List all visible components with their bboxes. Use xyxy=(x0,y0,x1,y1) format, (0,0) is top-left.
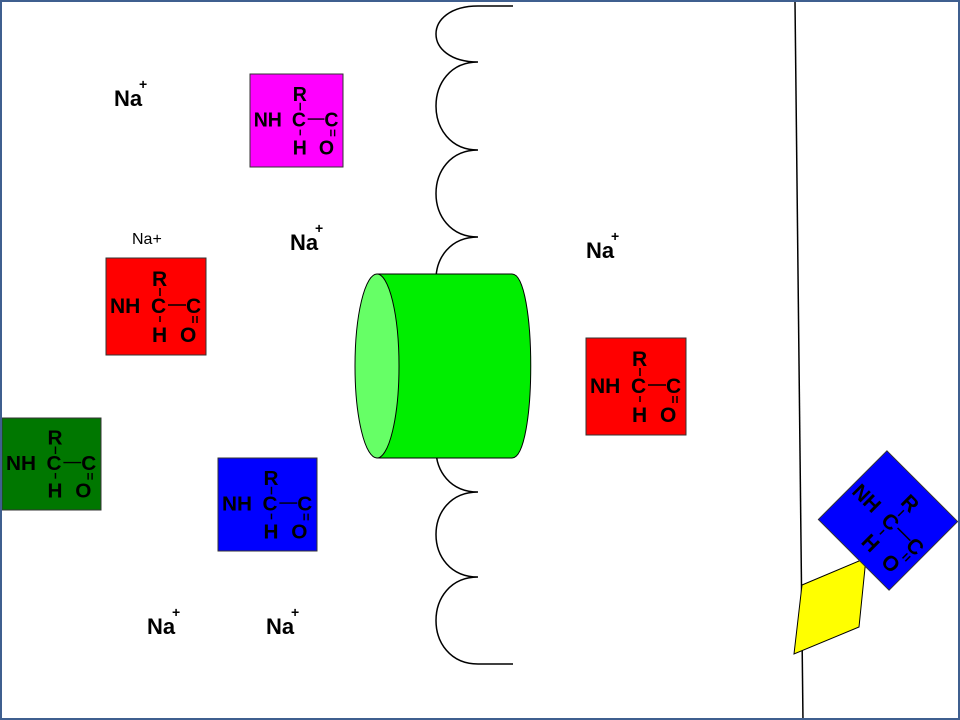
molecule-nh-label: NH xyxy=(6,454,36,476)
molecule-r-label: R xyxy=(632,348,647,371)
molecule-h-label: H xyxy=(48,481,63,503)
molecule-o-label: O xyxy=(660,404,676,427)
molecule-c-alpha-label: C xyxy=(631,375,646,398)
sodium-charge: + xyxy=(315,220,323,236)
sodium-charge: + xyxy=(611,228,619,244)
sodium-charge: + xyxy=(291,604,299,620)
sodium-symbol: Na xyxy=(147,614,176,639)
molecule-box xyxy=(105,257,207,356)
molecule-h-label: H xyxy=(152,324,167,347)
sodium-ion[interactable]: Na+ xyxy=(266,604,299,639)
channel-opening xyxy=(354,273,400,459)
molecule-o-label: O xyxy=(75,481,91,503)
molecule-c-alpha-label: C xyxy=(263,493,278,516)
double-bond-a xyxy=(901,552,908,559)
sodium-charge: + xyxy=(172,604,180,620)
na-plain-label: Na+ xyxy=(132,231,162,248)
sodium-symbol: Na xyxy=(266,614,295,639)
molecule-c-carboxyl-label: C xyxy=(297,493,312,516)
molecule-h-label: H xyxy=(293,137,307,159)
molecule-r-label: R xyxy=(48,428,63,450)
bond-r-c xyxy=(897,509,905,517)
molecule-c-carboxyl-label: C xyxy=(81,454,96,476)
molecule-c-alpha-label: C xyxy=(292,109,306,131)
molecule-nh-label: NH xyxy=(110,295,140,318)
sodium-ion[interactable]: Na+ xyxy=(147,604,180,639)
molecule-r-label: R xyxy=(264,467,279,490)
molecule-box xyxy=(2,417,102,511)
molecule-nh-label: NH xyxy=(254,109,282,131)
molecule-o-label: O xyxy=(180,324,196,347)
molecule-box xyxy=(249,73,344,168)
sodium-ion[interactable]: Na+ xyxy=(586,228,619,263)
sodium-charge: + xyxy=(139,76,147,92)
sodium-symbol: Na xyxy=(586,238,615,263)
molecule-h-label: H xyxy=(632,404,647,427)
sodium-ion[interactable]: Na+ xyxy=(290,220,323,255)
molecule-box xyxy=(817,450,958,591)
channel-body xyxy=(376,273,532,459)
molecule-box xyxy=(217,457,318,552)
molecule-r-label: R xyxy=(293,84,307,106)
molecule-c-carboxyl-label: C xyxy=(666,375,681,398)
protein-channel[interactable] xyxy=(354,273,532,459)
sodium-ion[interactable]: Na+ xyxy=(114,76,147,111)
molecule-r-label: R xyxy=(152,268,167,291)
molecule-c-carboxyl-label: C xyxy=(186,295,201,318)
molecule-nh-label: NH xyxy=(222,493,252,516)
bond-c-c xyxy=(897,527,911,542)
molecule-o-label: O xyxy=(291,521,307,544)
molecule-c-carboxyl-label: C xyxy=(324,109,338,131)
molecule-nh-label: NH xyxy=(590,375,620,398)
bond-c-h xyxy=(879,529,885,535)
receptor-shape[interactable] xyxy=(793,557,867,655)
molecule-o-label: O xyxy=(319,137,334,159)
molecule-c-alpha-label: C xyxy=(151,295,166,318)
sodium-symbol: Na xyxy=(114,86,143,111)
molecule-c-alpha-label: C xyxy=(47,454,62,476)
membrane-top-gap xyxy=(427,2,513,8)
sodium-symbol: Na xyxy=(290,230,319,255)
molecule-box xyxy=(585,337,687,436)
double-bond-b xyxy=(904,555,911,562)
molecule-h-label: H xyxy=(264,521,279,544)
